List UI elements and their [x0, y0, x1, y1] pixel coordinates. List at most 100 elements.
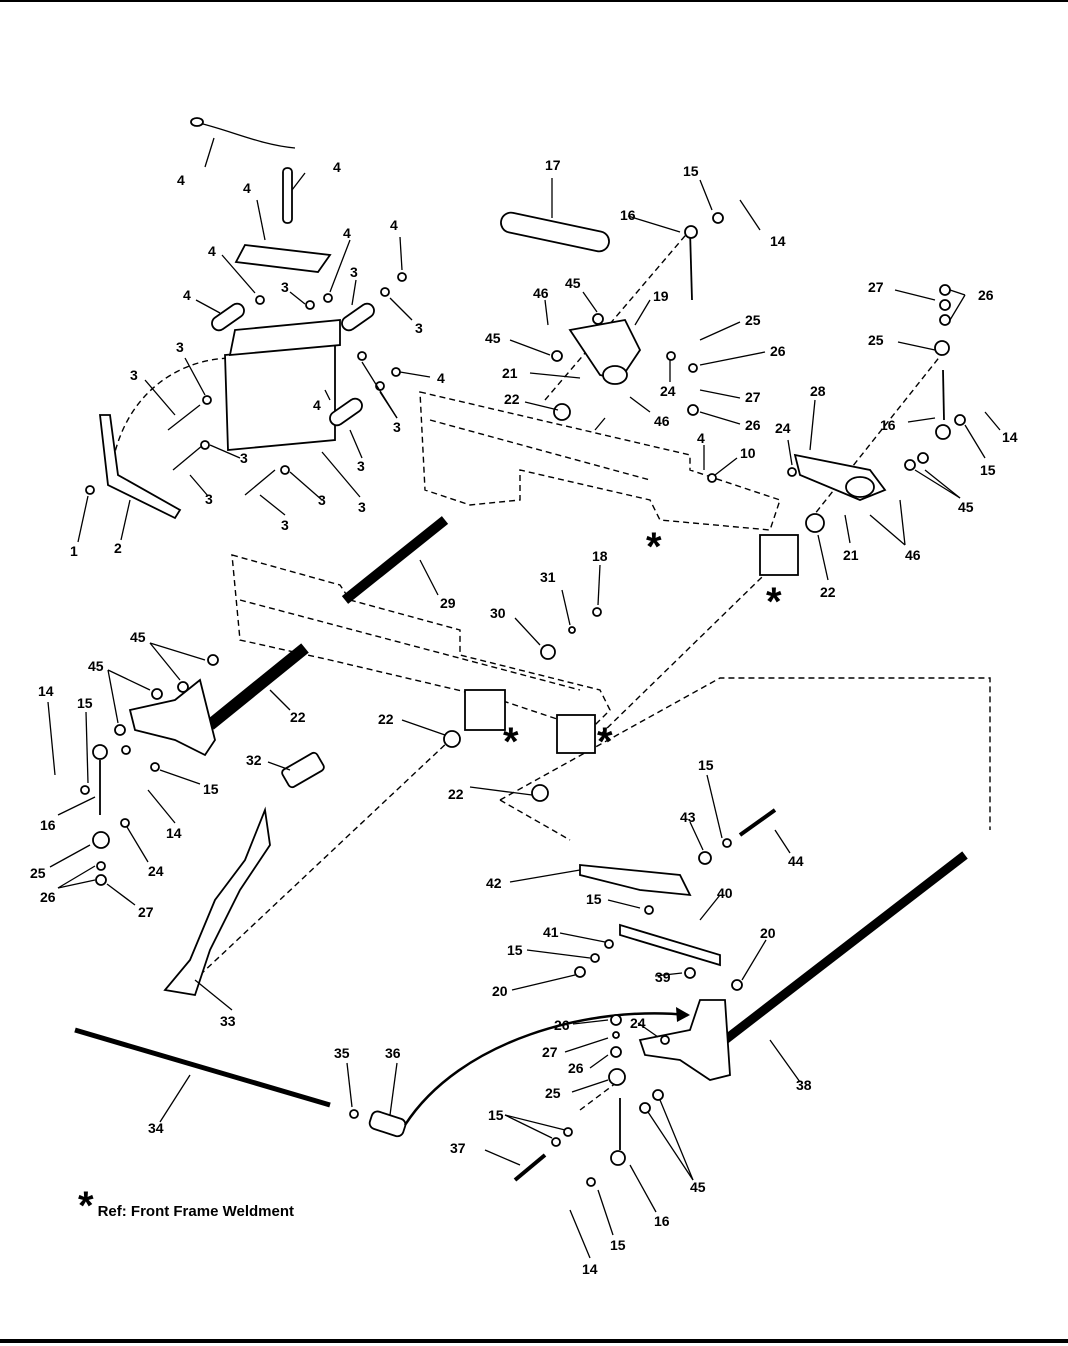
pedal-pad: [281, 751, 325, 789]
callout-25: 25: [868, 332, 884, 348]
arrow-head: [676, 1007, 690, 1022]
callout-39: 39: [655, 969, 671, 985]
bottom-rule: [0, 1339, 1068, 1343]
pin: [282, 167, 293, 224]
tube-6-lower: [329, 397, 363, 427]
ref-mark-3: *: [503, 720, 519, 764]
callout-34: 34: [148, 1120, 164, 1136]
bolt-3a: [167, 404, 201, 431]
callout-20: 20: [492, 983, 508, 999]
callout-33: 33: [220, 1013, 236, 1029]
callout-27: 27: [542, 1044, 558, 1060]
callout-16: 16: [654, 1213, 670, 1229]
callout-9: 4: [208, 243, 216, 259]
callout-19: 19: [653, 288, 669, 304]
callout-6: 3: [357, 458, 365, 474]
callout-15: 15: [698, 757, 714, 773]
callout-45: 45: [565, 275, 581, 291]
callout-22: 22: [378, 711, 394, 727]
callout-21: 21: [843, 547, 859, 563]
callout-2: 2: [114, 540, 122, 556]
arm: [568, 318, 642, 382]
frame-block-center: [464, 689, 506, 731]
rear-frame-plate: [419, 391, 781, 531]
callout-3: 3: [205, 491, 213, 507]
bolt-3b: [172, 444, 204, 471]
eyebolt-upper: [689, 229, 693, 301]
callout-29: 29: [440, 595, 456, 611]
callout-4: 3: [393, 419, 401, 435]
callout-26: 26: [770, 343, 786, 359]
callout-4: 3: [281, 279, 289, 295]
bolt-3c: [244, 469, 276, 496]
callout-15: 15: [203, 781, 219, 797]
callout-15: 15: [488, 1107, 504, 1123]
callout-14: 14: [166, 825, 182, 841]
callout-15: 15: [980, 462, 996, 478]
callout-5: 3: [358, 499, 366, 515]
callout-22: 22: [290, 709, 306, 725]
callout-25: 25: [30, 865, 46, 881]
callout-15: 15: [610, 1237, 626, 1253]
left-arm-plate: [128, 678, 216, 757]
callout-14: 14: [582, 1261, 598, 1277]
callout-22: 22: [448, 786, 464, 802]
bracket-top: [228, 319, 341, 357]
callout-15: 15: [77, 695, 93, 711]
callout-41: 41: [543, 924, 559, 940]
callout-42: 42: [486, 875, 502, 891]
callout-24: 24: [775, 420, 791, 436]
callout-43: 43: [680, 809, 696, 825]
callout-4: 3: [240, 450, 248, 466]
callout-15: 15: [507, 942, 523, 958]
parts: [74, 117, 968, 1187]
callout-16: 16: [880, 417, 896, 433]
callout-45: 45: [88, 658, 104, 674]
callout-26: 26: [568, 1060, 584, 1076]
callout-15: 15: [683, 163, 699, 179]
rod-end: [368, 1110, 407, 1138]
tube-8: [211, 302, 245, 332]
callout-6: 3: [350, 264, 358, 280]
callout-27: 27: [868, 279, 884, 295]
leader-lines: [47, 137, 1001, 1259]
cable: [194, 121, 296, 149]
callout-35: 35: [334, 1045, 350, 1061]
callout-40: 40: [717, 885, 733, 901]
callout-25: 25: [745, 312, 761, 328]
callout-27: 27: [745, 389, 761, 405]
callout-13: 4: [177, 172, 185, 188]
callout-31: 31: [540, 569, 556, 585]
callout-21: 21: [502, 365, 518, 381]
spring: [500, 211, 610, 253]
eyebolt-right: [942, 369, 945, 421]
arm-hub: [602, 365, 628, 385]
callout-8: 4: [183, 287, 191, 303]
callout-14: 14: [38, 683, 54, 699]
right-lever-plate: [638, 999, 731, 1081]
ref-mark-1: *: [646, 525, 662, 569]
callout-1: 1: [70, 543, 78, 559]
callout-3: 3: [130, 367, 138, 383]
callout-18: 18: [592, 548, 608, 564]
callout-28: 28: [810, 383, 826, 399]
callout-26: 26: [40, 889, 56, 905]
callout-37: 37: [450, 1140, 466, 1156]
callout-24: 24: [630, 1015, 646, 1031]
callout-17: 17: [545, 157, 561, 173]
callout-46: 46: [905, 547, 921, 563]
callout-45: 45: [130, 629, 146, 645]
callout-46: 46: [533, 285, 549, 301]
link: [619, 923, 721, 967]
callout-38: 38: [796, 1077, 812, 1093]
callout-24: 24: [148, 863, 164, 879]
front-frame-plate: [231, 554, 611, 731]
callout-14: 14: [770, 233, 786, 249]
lever: [98, 414, 182, 520]
callout-12: 4: [333, 159, 341, 175]
callout-10: 4: [437, 370, 445, 386]
frame-block-lower: [556, 714, 596, 754]
callout-22: 22: [820, 584, 836, 600]
callout-16: 16: [40, 817, 56, 833]
